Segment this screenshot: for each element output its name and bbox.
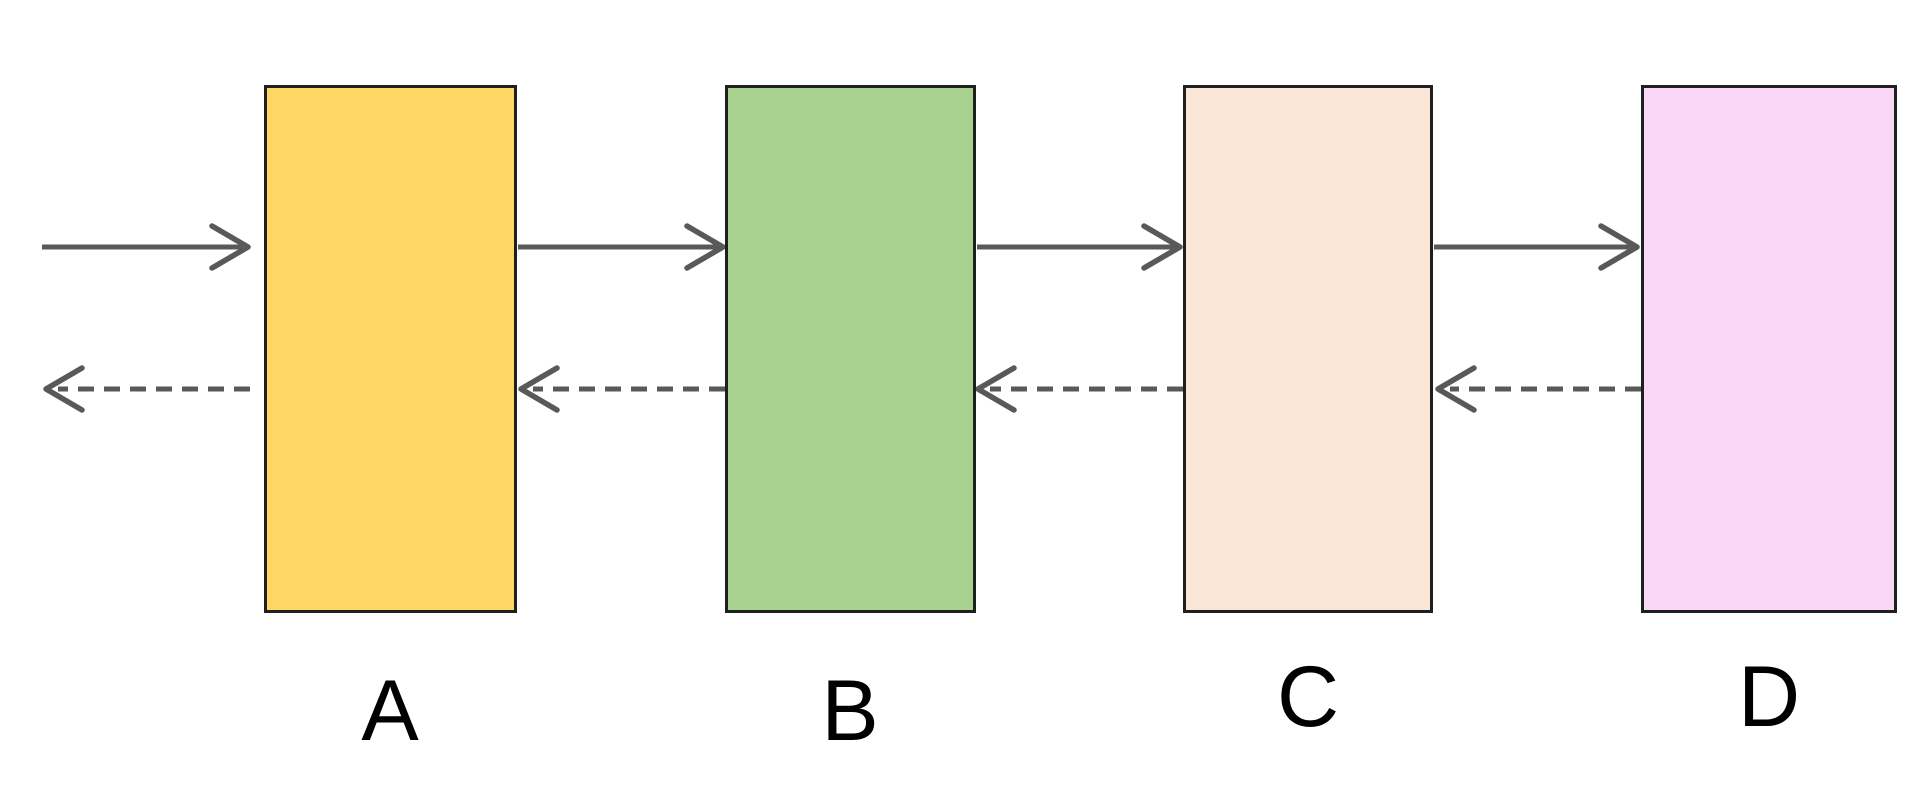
- arrow-dashed-b-to-a: [518, 365, 725, 413]
- node-d-label: D: [1737, 649, 1801, 745]
- node-b-label: B: [821, 663, 879, 759]
- arrow-solid-b-to-c: [977, 223, 1183, 271]
- node-a-rect: [264, 85, 517, 613]
- arrow-solid-into-a: [42, 223, 251, 271]
- node-d-rect: [1641, 85, 1897, 613]
- node-b-rect: [725, 85, 976, 613]
- arrow-dashed-d-to-c: [1435, 365, 1641, 413]
- arrow-dashed-a-to-external: [43, 365, 250, 413]
- node-c-rect: [1183, 85, 1433, 613]
- node-c-label: C: [1276, 649, 1340, 745]
- arrow-dashed-c-to-b: [975, 365, 1183, 413]
- arrow-solid-c-to-d: [1434, 223, 1640, 271]
- node-a-label: A: [361, 663, 419, 759]
- arrow-solid-a-to-b: [518, 223, 726, 271]
